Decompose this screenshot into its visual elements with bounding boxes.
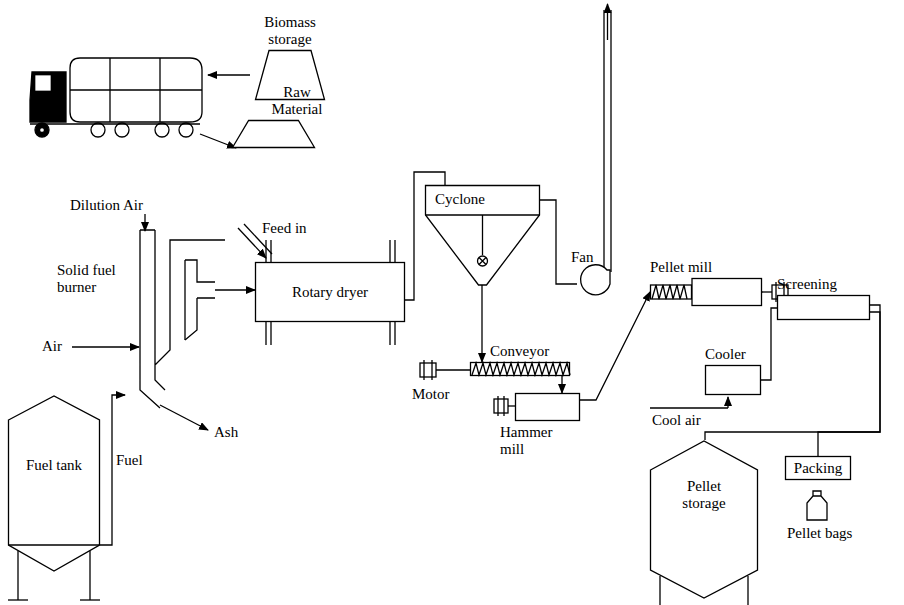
ash-chute	[160, 405, 208, 430]
process-node: Rotary dryer	[255, 262, 405, 322]
flow-connector	[561, 376, 562, 393]
process-node: Cooler	[705, 365, 761, 395]
node-label: Solid fuel burner	[57, 262, 137, 296]
flow-connector	[100, 395, 125, 545]
flow-label: Dilution Air	[70, 197, 143, 214]
process-node: Fuel tank	[8, 395, 100, 585]
flow-connector	[540, 200, 577, 284]
process-node: Screening	[777, 295, 870, 320]
process-node: Packing	[785, 456, 851, 480]
process-node: Conveyor	[470, 362, 570, 376]
node-label: Fuel tank	[14, 457, 94, 474]
flow-label: Feed in	[262, 220, 307, 237]
node-label: Rotary dryer	[259, 284, 401, 301]
node-label: Packing	[789, 460, 847, 477]
truck	[30, 58, 202, 137]
process-node: Pellet mill	[650, 278, 762, 306]
flow-connector	[580, 292, 650, 400]
node-outline	[805, 490, 829, 522]
flow-connector	[818, 305, 880, 456]
flow-connector	[705, 312, 880, 440]
process-node: Fan	[577, 268, 611, 300]
process-node: Pellet bags	[805, 490, 829, 522]
node-outline	[650, 278, 762, 306]
flow-connector	[481, 285, 482, 362]
node-label: Screening	[777, 276, 877, 293]
node-label: Pellet storage	[664, 478, 744, 512]
flow-connector	[215, 289, 255, 290]
node-label: Pellet bags	[787, 525, 877, 542]
node-outline	[515, 393, 580, 421]
node-outline	[777, 295, 870, 320]
arrow	[144, 214, 145, 231]
arrow	[72, 346, 139, 347]
flow-label: Fuel	[116, 452, 143, 469]
node-outline	[125, 230, 215, 410]
flow-label: Cool air	[652, 412, 701, 429]
process-node: Raw Material	[232, 120, 315, 148]
node-label: Biomass storage	[250, 14, 330, 48]
node-label: Hammer mill	[500, 424, 560, 458]
node-label: Cooler	[705, 346, 765, 363]
flow-label: Motor	[412, 386, 450, 403]
process-node: Pellet storage	[650, 440, 758, 605]
flow-label: Ash	[214, 424, 238, 441]
node-outline	[232, 120, 315, 148]
node-outline	[577, 268, 611, 300]
process-node: Hammer mill	[515, 393, 580, 421]
process-node: Solid fuel burner	[125, 230, 215, 410]
node-outline	[470, 362, 570, 376]
flow-connector	[761, 308, 777, 380]
node-label: Pellet mill	[650, 259, 750, 276]
arrow	[727, 397, 728, 408]
node-label: Cyclone	[435, 191, 525, 208]
cool-air-line	[650, 407, 728, 408]
flow-label: Air	[42, 338, 62, 355]
node-label: Conveyor	[490, 343, 570, 360]
node-label: Fan	[571, 249, 601, 266]
node-outline	[705, 365, 761, 395]
node-outline	[650, 440, 758, 605]
process-node: Cyclone	[425, 185, 540, 285]
node-label: Raw Material	[262, 84, 332, 118]
node-outline	[8, 395, 100, 585]
fan-stack	[604, 4, 611, 272]
arrow	[208, 74, 250, 75]
arrow	[200, 134, 236, 148]
